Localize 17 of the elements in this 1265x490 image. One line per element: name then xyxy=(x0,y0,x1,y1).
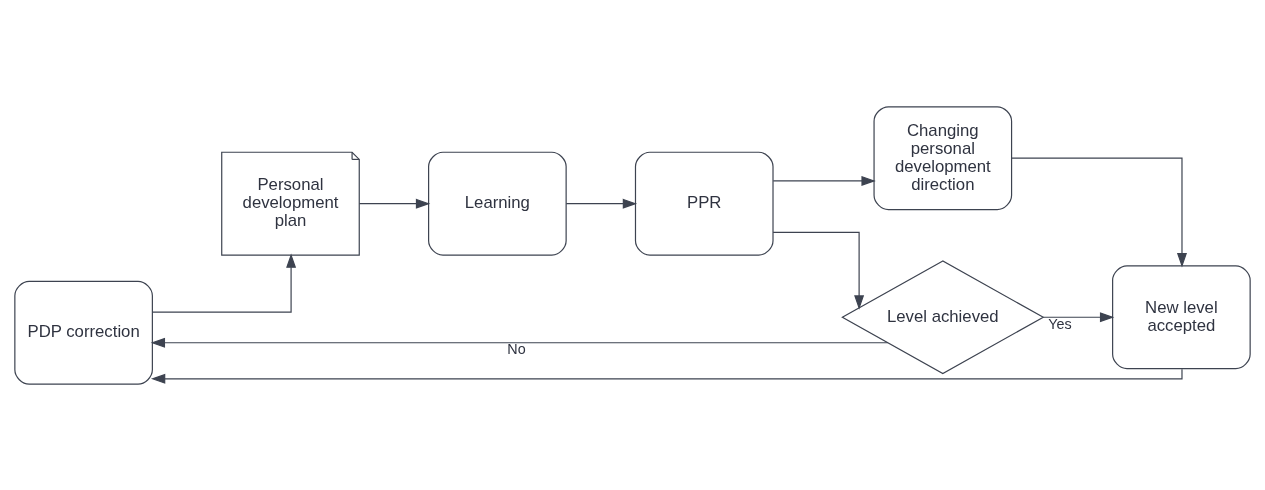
node-box: New level accepted xyxy=(1112,264,1251,369)
arrow xyxy=(150,368,1183,384)
arrow xyxy=(1011,157,1187,267)
arrow xyxy=(152,253,297,313)
edge-label: Yes xyxy=(1048,315,1072,332)
arrow xyxy=(772,231,865,310)
node-box: PDP correction xyxy=(14,280,153,385)
node-diamond: Level achieved xyxy=(841,259,1045,374)
edge-label: No xyxy=(507,340,526,357)
node-box: Changing personal development direction xyxy=(873,105,1013,210)
arrow xyxy=(565,198,638,209)
node-box: Learning xyxy=(428,151,567,256)
arrow xyxy=(358,198,431,209)
node-box: PPR xyxy=(634,151,774,256)
arrow xyxy=(150,337,889,348)
arrow xyxy=(1042,311,1115,322)
arrow xyxy=(772,175,876,186)
